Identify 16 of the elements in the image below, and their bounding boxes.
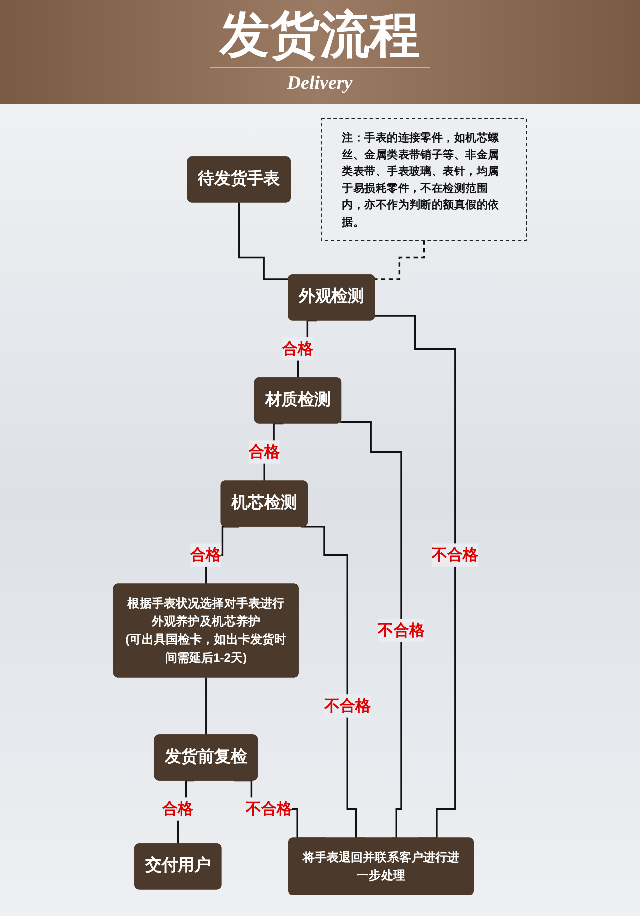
connector [205, 676, 208, 736]
connector [340, 421, 402, 840]
node-box: 注：手表的连接零件，如机芯螺丝、金属类表带销子等、非金属类表带、手表玻璃、表针，均属于易损耗零件，不在检测范围内，亦不作为判断的额真假的依据。 [320, 118, 527, 241]
edge-label: 不合格 [432, 546, 478, 564]
edge-label: 不合格 [324, 697, 371, 714]
edge-label: 合格 [190, 546, 222, 564]
edge-label: 不合格 [246, 800, 292, 818]
edge-label: 不合格 [378, 622, 424, 639]
connector [238, 202, 289, 280]
title: 发货流程 [220, 6, 420, 64]
edge-label: 合格 [162, 800, 194, 818]
subtitle: Delivery [287, 72, 353, 96]
connector [374, 315, 456, 840]
edge-label: 合格 [248, 443, 280, 460]
edge-label: 合格 [282, 340, 314, 358]
connector [374, 240, 425, 280]
